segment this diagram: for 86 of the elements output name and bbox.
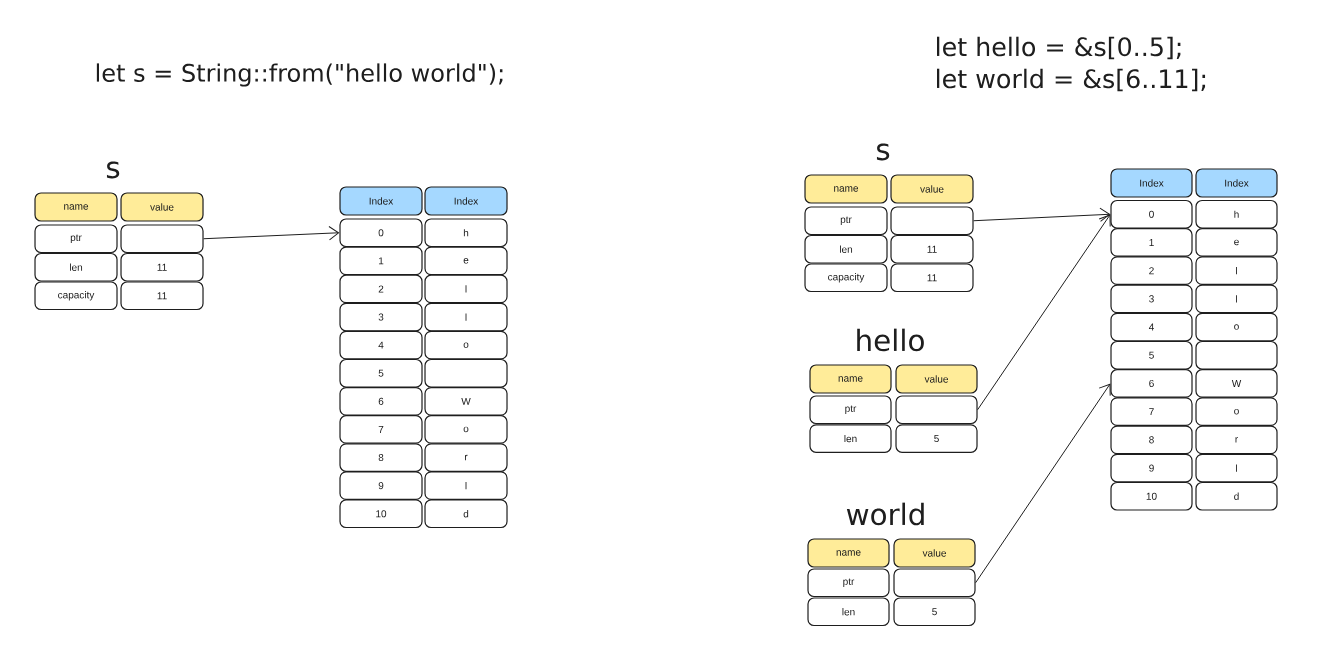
table-cell: 11 bbox=[890, 234, 974, 264]
table-header-cell: Index bbox=[424, 186, 508, 216]
table-cell: e bbox=[1195, 228, 1278, 257]
table-cell: len bbox=[807, 597, 890, 627]
table-cell: h bbox=[424, 218, 508, 248]
table-cell: 8 bbox=[339, 443, 423, 472]
table-header-cell: value bbox=[890, 174, 974, 204]
table-cell: 11 bbox=[120, 252, 204, 282]
table-cell: 5 bbox=[893, 597, 976, 627]
table-header-cell: Index bbox=[1195, 168, 1278, 198]
arrow bbox=[977, 214, 1111, 411]
table-cell: 6 bbox=[339, 387, 423, 416]
table-cell: o bbox=[424, 330, 508, 360]
table-cell: ptr bbox=[809, 395, 892, 425]
table-cell: 11 bbox=[120, 281, 204, 311]
table-cell: 3 bbox=[339, 302, 423, 332]
table-cell: o bbox=[1195, 397, 1278, 426]
table-cell: 4 bbox=[1110, 312, 1193, 342]
table-cell: l bbox=[1195, 453, 1278, 483]
table-cell: l bbox=[424, 302, 508, 332]
table-cell: h bbox=[1195, 199, 1278, 229]
code-line: let world = &s[6..11]; bbox=[937, 68, 1206, 92]
table-cell: 7 bbox=[1110, 397, 1193, 426]
arrow bbox=[203, 226, 340, 241]
table-cell: ptr bbox=[807, 568, 890, 598]
table-cell: W bbox=[424, 387, 508, 416]
empty-cell bbox=[120, 224, 204, 254]
table-cell: capacity bbox=[34, 281, 118, 311]
empty-cell bbox=[1195, 340, 1278, 370]
table-cell: 2 bbox=[1110, 256, 1193, 285]
table-cell: l bbox=[424, 471, 508, 500]
table-cell: 11 bbox=[890, 263, 974, 293]
table-cell: e bbox=[424, 246, 508, 276]
arrow bbox=[975, 383, 1111, 584]
table-cell: 10 bbox=[1110, 481, 1193, 511]
table-header-cell: value bbox=[895, 364, 978, 394]
table-cell: o bbox=[424, 415, 508, 444]
empty-cell bbox=[895, 395, 978, 425]
code-line: let hello = &s[0..5]; bbox=[937, 36, 1181, 60]
table-cell: o bbox=[1195, 312, 1278, 342]
table-cell: 5 bbox=[1110, 340, 1193, 370]
variable-name: hello bbox=[857, 328, 924, 352]
table-header-cell: Index bbox=[1110, 168, 1193, 198]
table-header-cell: name bbox=[804, 174, 888, 204]
table-cell: 1 bbox=[1110, 228, 1193, 257]
table-cell: 0 bbox=[339, 218, 423, 248]
table-cell: d bbox=[1195, 481, 1278, 511]
table-cell: len bbox=[34, 252, 118, 282]
table-cell: capacity bbox=[804, 263, 888, 293]
arrow bbox=[973, 207, 1111, 222]
table-cell: 1 bbox=[339, 246, 423, 276]
table-cell: d bbox=[424, 499, 508, 529]
table-cell: 9 bbox=[339, 471, 423, 500]
table-cell: 2 bbox=[339, 274, 423, 304]
table-header-cell: value bbox=[893, 538, 976, 568]
table-cell: r bbox=[1195, 425, 1278, 455]
table-cell: ptr bbox=[804, 206, 888, 236]
table-cell: 3 bbox=[1110, 284, 1193, 314]
table-header-cell: value bbox=[120, 192, 204, 222]
table-cell: l bbox=[1195, 284, 1278, 314]
table-cell: 7 bbox=[339, 415, 423, 444]
variable-name: s bbox=[106, 161, 120, 179]
table-cell: 6 bbox=[1110, 369, 1193, 398]
variable-name: s bbox=[876, 143, 890, 161]
table-cell: 5 bbox=[339, 358, 423, 388]
table-cell: 9 bbox=[1110, 453, 1193, 483]
table-cell: 4 bbox=[339, 330, 423, 360]
table-cell: l bbox=[1195, 256, 1278, 285]
table-header-cell: name bbox=[34, 192, 118, 222]
table-cell: W bbox=[1195, 369, 1278, 398]
table-header-cell: name bbox=[809, 364, 892, 394]
empty-cell bbox=[890, 206, 974, 236]
table-cell: ptr bbox=[34, 224, 118, 254]
table-header-cell: Index bbox=[339, 186, 423, 216]
table-cell: r bbox=[424, 443, 508, 472]
table-cell: len bbox=[809, 424, 892, 453]
table-cell: 0 bbox=[1110, 199, 1193, 229]
variable-name: world bbox=[846, 502, 924, 526]
table-cell: 8 bbox=[1110, 425, 1193, 455]
table-cell: l bbox=[424, 274, 508, 304]
table-header-cell: name bbox=[807, 538, 890, 568]
table-cell: 5 bbox=[895, 424, 978, 453]
table-cell: len bbox=[804, 234, 888, 264]
code-line: let s = String::from("hello world"); bbox=[96, 63, 503, 87]
empty-cell bbox=[893, 568, 976, 598]
table-cell: 10 bbox=[339, 499, 423, 529]
